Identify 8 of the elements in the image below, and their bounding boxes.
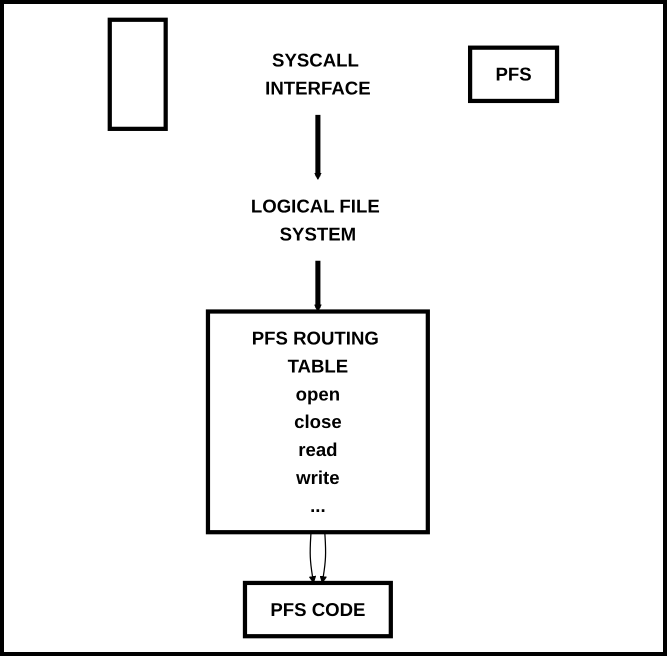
arrow <box>314 114 322 180</box>
arrow <box>314 260 322 312</box>
node-box: PFS ROUTING TABLE open close read write ... <box>206 309 430 534</box>
node-box <box>108 18 168 131</box>
node-text: SYSCALL INTERFACE <box>265 50 371 99</box>
node-text: LOGICAL FILE SYSTEM <box>250 196 380 245</box>
node-box: PFS CODE <box>242 580 394 638</box>
node-box: PFS <box>468 46 560 104</box>
